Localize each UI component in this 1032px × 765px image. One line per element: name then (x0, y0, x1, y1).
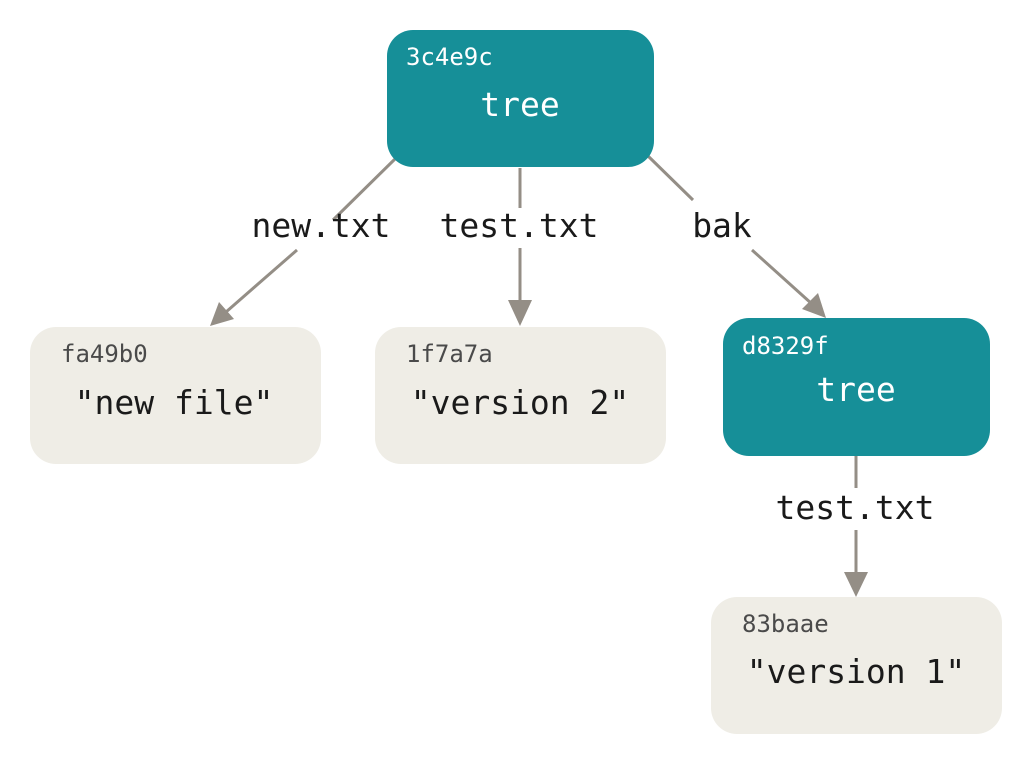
edge-line-upper (646, 154, 695, 202)
arrowhead (844, 572, 868, 597)
node-hash: 3c4e9c (406, 43, 493, 71)
node-box (387, 30, 654, 167)
edge-line-lower (750, 248, 814, 306)
node-label: "new file" (75, 383, 274, 422)
node-hash: 1f7a7a (406, 340, 493, 368)
blob-node-fa49b0[interactable]: fa49b0 "new file" (30, 327, 321, 464)
node-hash: 83baae (742, 610, 829, 638)
edge-line-upper (331, 156, 398, 222)
blob-node-1f7a7a[interactable]: 1f7a7a "version 2" (375, 327, 666, 464)
node-box (30, 327, 321, 464)
tree-node-d8329f[interactable]: d8329f tree (723, 318, 990, 456)
arrowhead (802, 293, 826, 318)
node-label: tree (816, 370, 895, 409)
tree-node-root[interactable]: 3c4e9c tree (387, 30, 654, 167)
node-box (711, 597, 1002, 734)
node-hash: d8329f (742, 332, 829, 360)
edge-label-new-txt: new.txt (251, 206, 390, 245)
edge-root-to-1f7a7a (508, 168, 532, 326)
node-label: "version 2" (411, 383, 630, 422)
arrowhead (508, 300, 532, 326)
node-label: tree (480, 85, 559, 124)
edge-label-bak: bak (692, 206, 752, 245)
node-box (375, 327, 666, 464)
edge-label-test-txt: test.txt (776, 488, 935, 527)
edge-line-lower (225, 248, 298, 314)
node-box (723, 318, 990, 456)
edge-d8329f-to-83baae (844, 456, 868, 597)
node-hash: fa49b0 (61, 340, 148, 368)
edge-root-to-fa49b0 (210, 156, 398, 326)
edge-root-to-d8329f (646, 154, 826, 318)
node-label: "version 1" (747, 652, 966, 691)
arrowhead (210, 302, 234, 326)
edge-label-test-txt: test.txt (440, 206, 599, 245)
blob-node-83baae[interactable]: 83baae "version 1" (711, 597, 1002, 734)
